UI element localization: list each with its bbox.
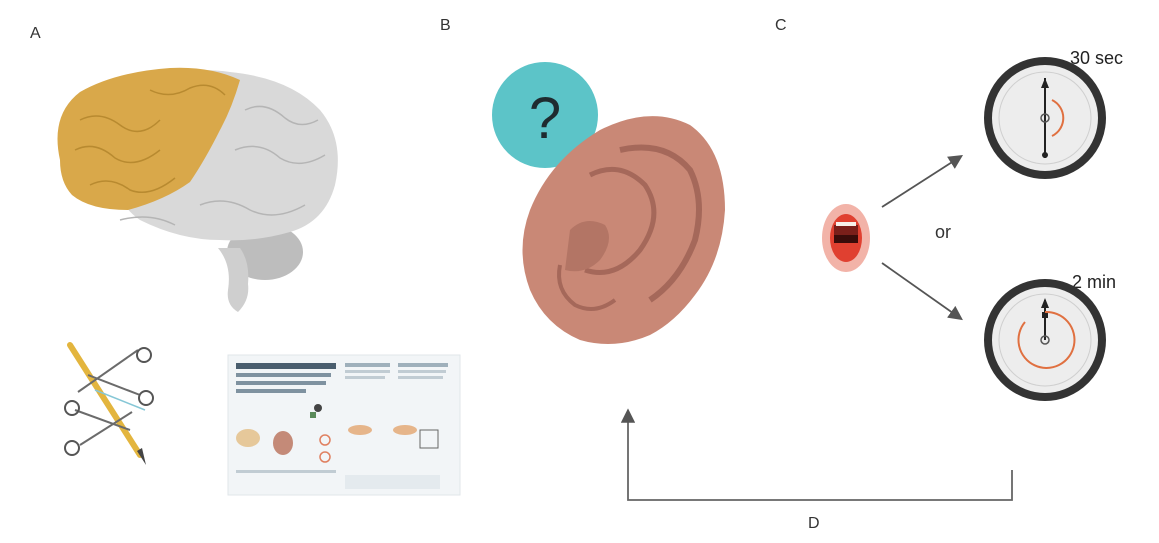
clock-icon [988, 61, 1102, 175]
arrow-to-short-clock [882, 157, 960, 207]
question-mark-text: ? [529, 86, 561, 151]
panel-b-label: B [440, 17, 451, 34]
short-interval-label: 30 sec [1070, 48, 1123, 68]
panel-d-label: D [808, 515, 820, 532]
panel-a-label: A [30, 25, 41, 42]
poster-thumbnail [228, 355, 460, 495]
pencil-icon [70, 345, 146, 465]
panel-c-label: C [775, 17, 787, 34]
brain-icon [58, 68, 338, 312]
loop-back-arrow [628, 412, 1012, 500]
or-text: or [935, 222, 951, 242]
long-interval-label: 2 min [1072, 272, 1116, 292]
arrow-to-long-clock [882, 263, 960, 318]
clock-icon [988, 283, 1102, 397]
open-mouth-icon [822, 204, 870, 272]
